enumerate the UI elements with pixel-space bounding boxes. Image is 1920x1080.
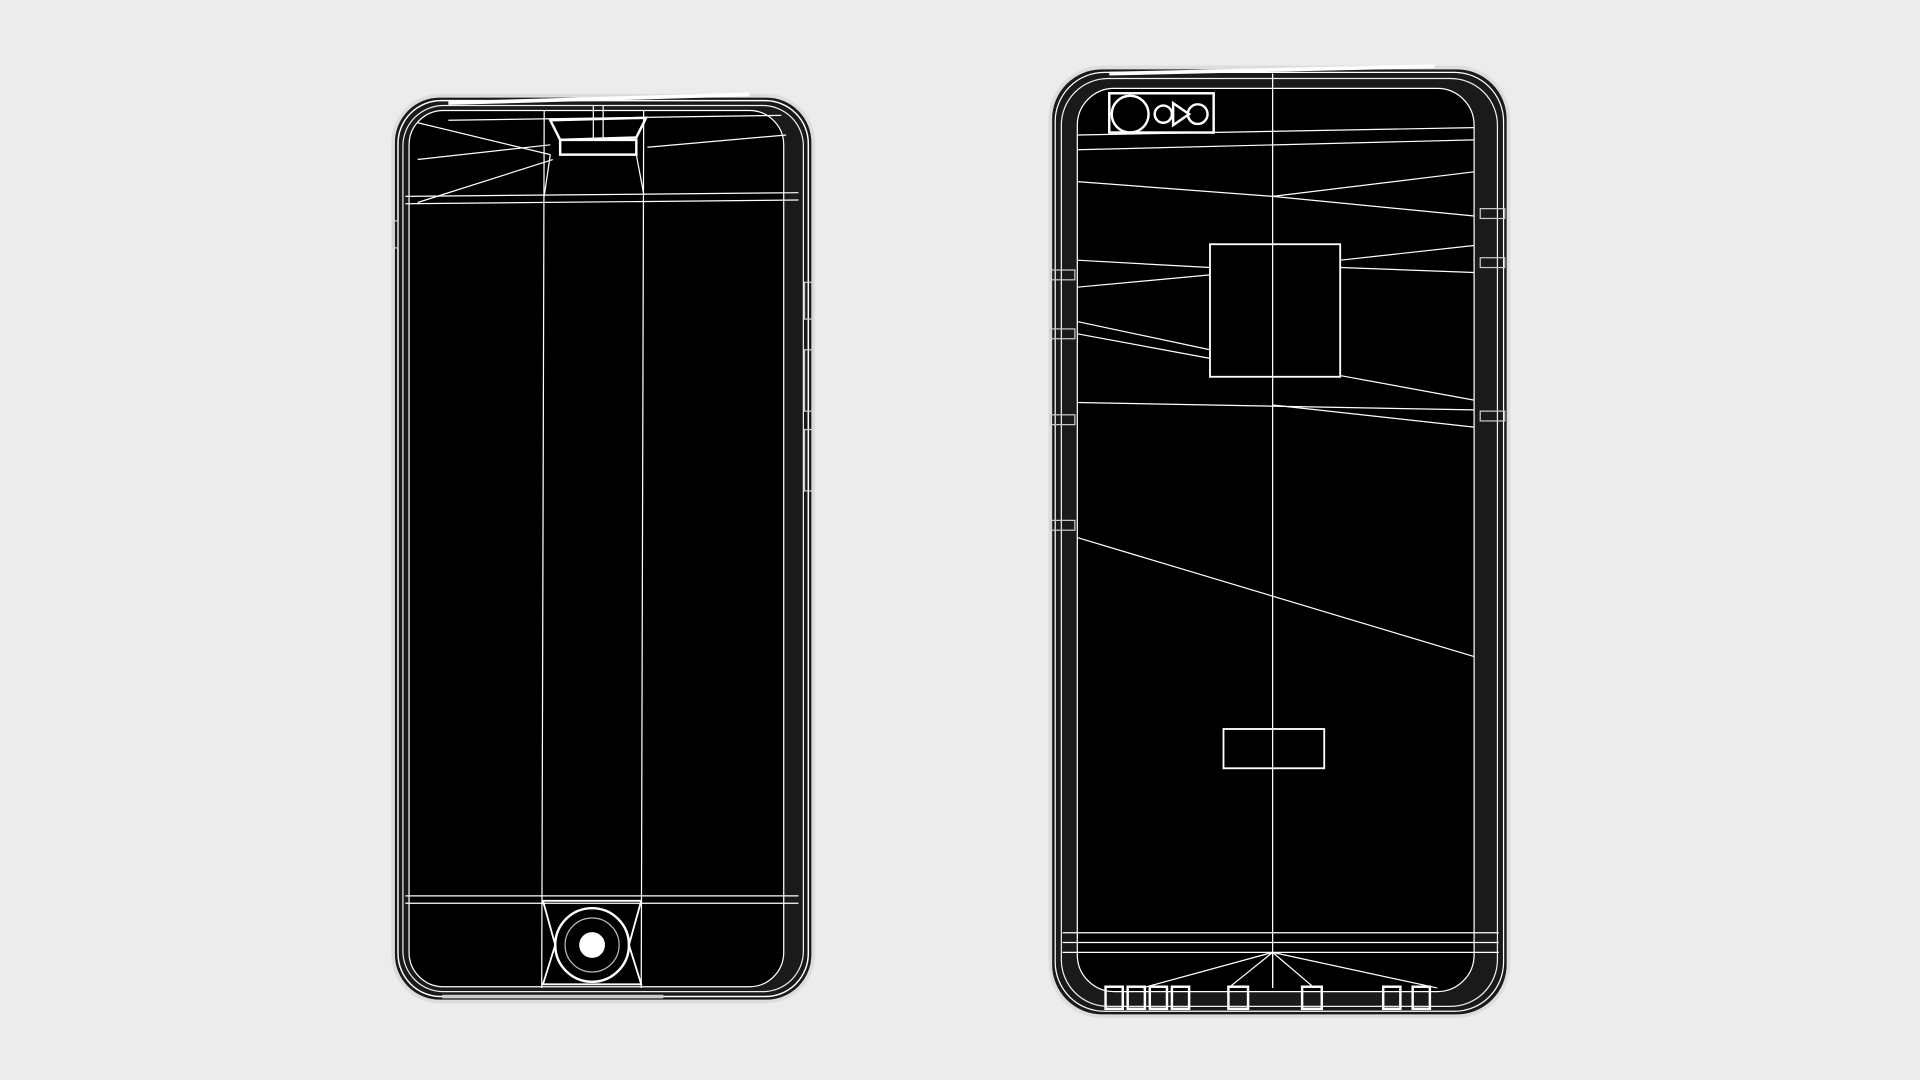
front-screen xyxy=(408,109,785,988)
front-speaker xyxy=(548,116,649,142)
phone-back-wireframe xyxy=(1048,64,1511,1019)
home-button-icon xyxy=(541,899,643,986)
back-panel xyxy=(1076,87,1475,993)
back-label-rect xyxy=(1222,728,1326,770)
bottom-ports-icon xyxy=(1104,985,1432,1011)
phone-front-wireframe xyxy=(391,92,816,1004)
camera-icon xyxy=(1108,92,1215,134)
back-logo-square xyxy=(1209,243,1342,378)
